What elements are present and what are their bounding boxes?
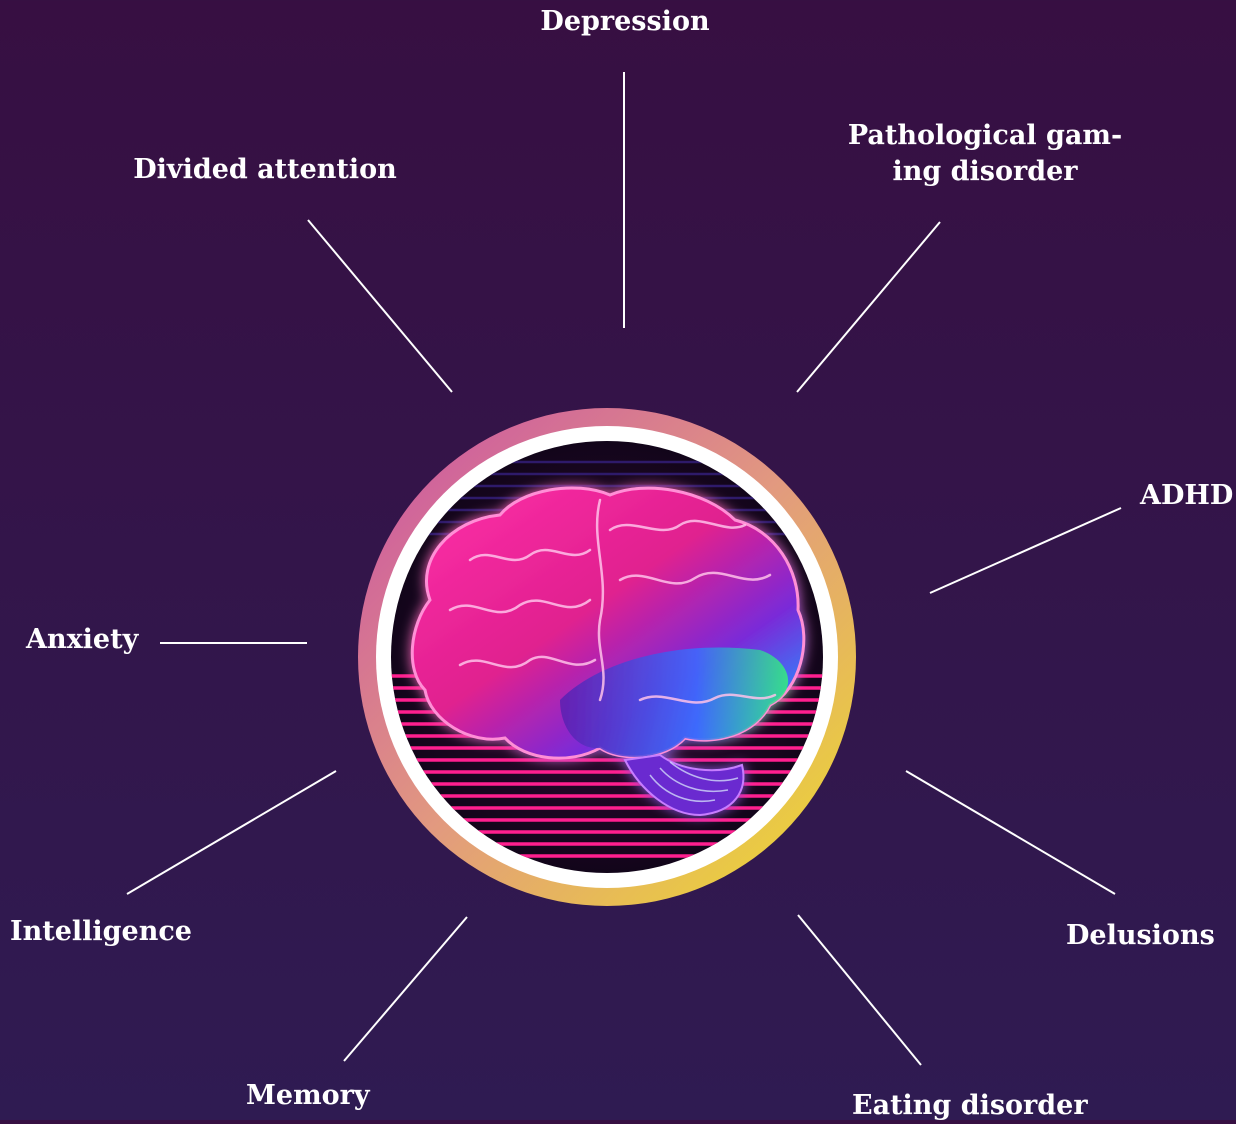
label-delusions: Delusions: [1066, 918, 1215, 954]
connector-memory: [344, 917, 467, 1061]
connector-intelligence: [127, 771, 336, 894]
label-memory: Memory: [246, 1078, 370, 1114]
label-adhd: ADHD: [1140, 478, 1233, 514]
label-divided-attention: Divided attention: [130, 152, 400, 188]
connector-delusions: [906, 771, 1115, 894]
label-pathological-gaming-disorder: Pathological gam-ing disorder: [845, 118, 1125, 190]
label-intelligence: Intelligence: [10, 914, 192, 950]
label-eating-disorder: Eating disorder: [852, 1088, 1088, 1124]
label-anxiety: Anxiety: [26, 622, 138, 658]
connector-pathological-gaming: [797, 222, 940, 392]
connector-eating-disorder: [798, 915, 921, 1065]
label-depression: Depression: [525, 4, 725, 40]
connector-divided-attention: [308, 220, 452, 392]
brain-emblem: [358, 408, 856, 906]
connector-adhd: [930, 508, 1121, 593]
